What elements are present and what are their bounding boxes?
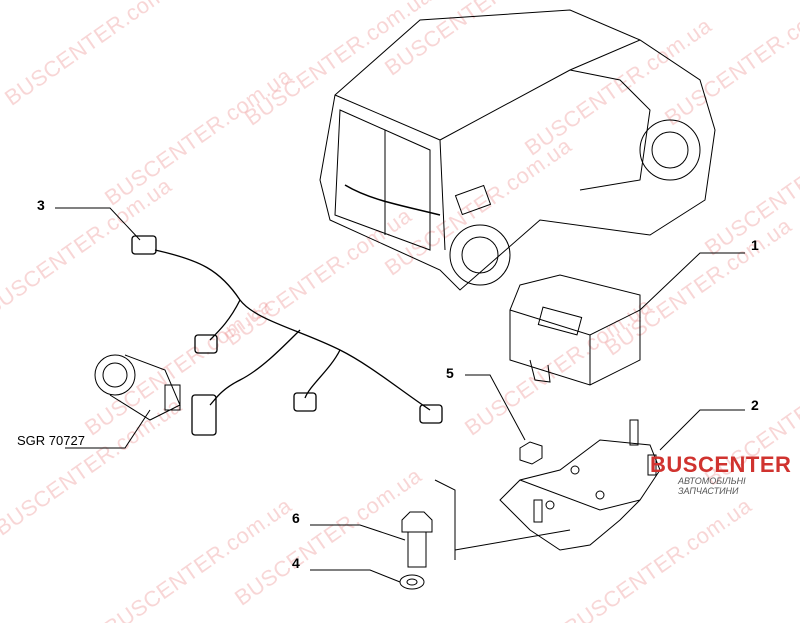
van-illustration [319, 9, 716, 291]
harness-connector [131, 235, 157, 255]
buscenter-logo: BUSCENTER АВТОМОБІЛЬНІ ЗАПЧАСТИНИ [650, 452, 800, 496]
control-module [509, 274, 641, 386]
mounting-bracket [499, 419, 661, 551]
parking-sensor [94, 354, 181, 421]
part-code-label: SGR 70727 [17, 433, 85, 448]
harness-connector [419, 404, 443, 424]
callout-1: 1 [751, 237, 759, 253]
callout-3: 3 [37, 197, 45, 213]
bolt [401, 511, 433, 568]
logo-name: BUSCENTER [650, 452, 792, 477]
harness-connector [293, 392, 317, 412]
callout-6: 6 [292, 510, 300, 526]
washer [399, 574, 425, 590]
logo-tagline: АВТОМОБІЛЬНІ ЗАПЧАСТИНИ [678, 476, 746, 496]
callout-2: 2 [751, 397, 759, 413]
callout-5: 5 [446, 365, 454, 381]
callout-4: 4 [292, 555, 300, 571]
harness-connector [191, 394, 217, 436]
leader-lines [55, 207, 745, 583]
wiring-harness [131, 235, 443, 436]
nut [519, 441, 543, 465]
harness-connector [194, 334, 218, 354]
